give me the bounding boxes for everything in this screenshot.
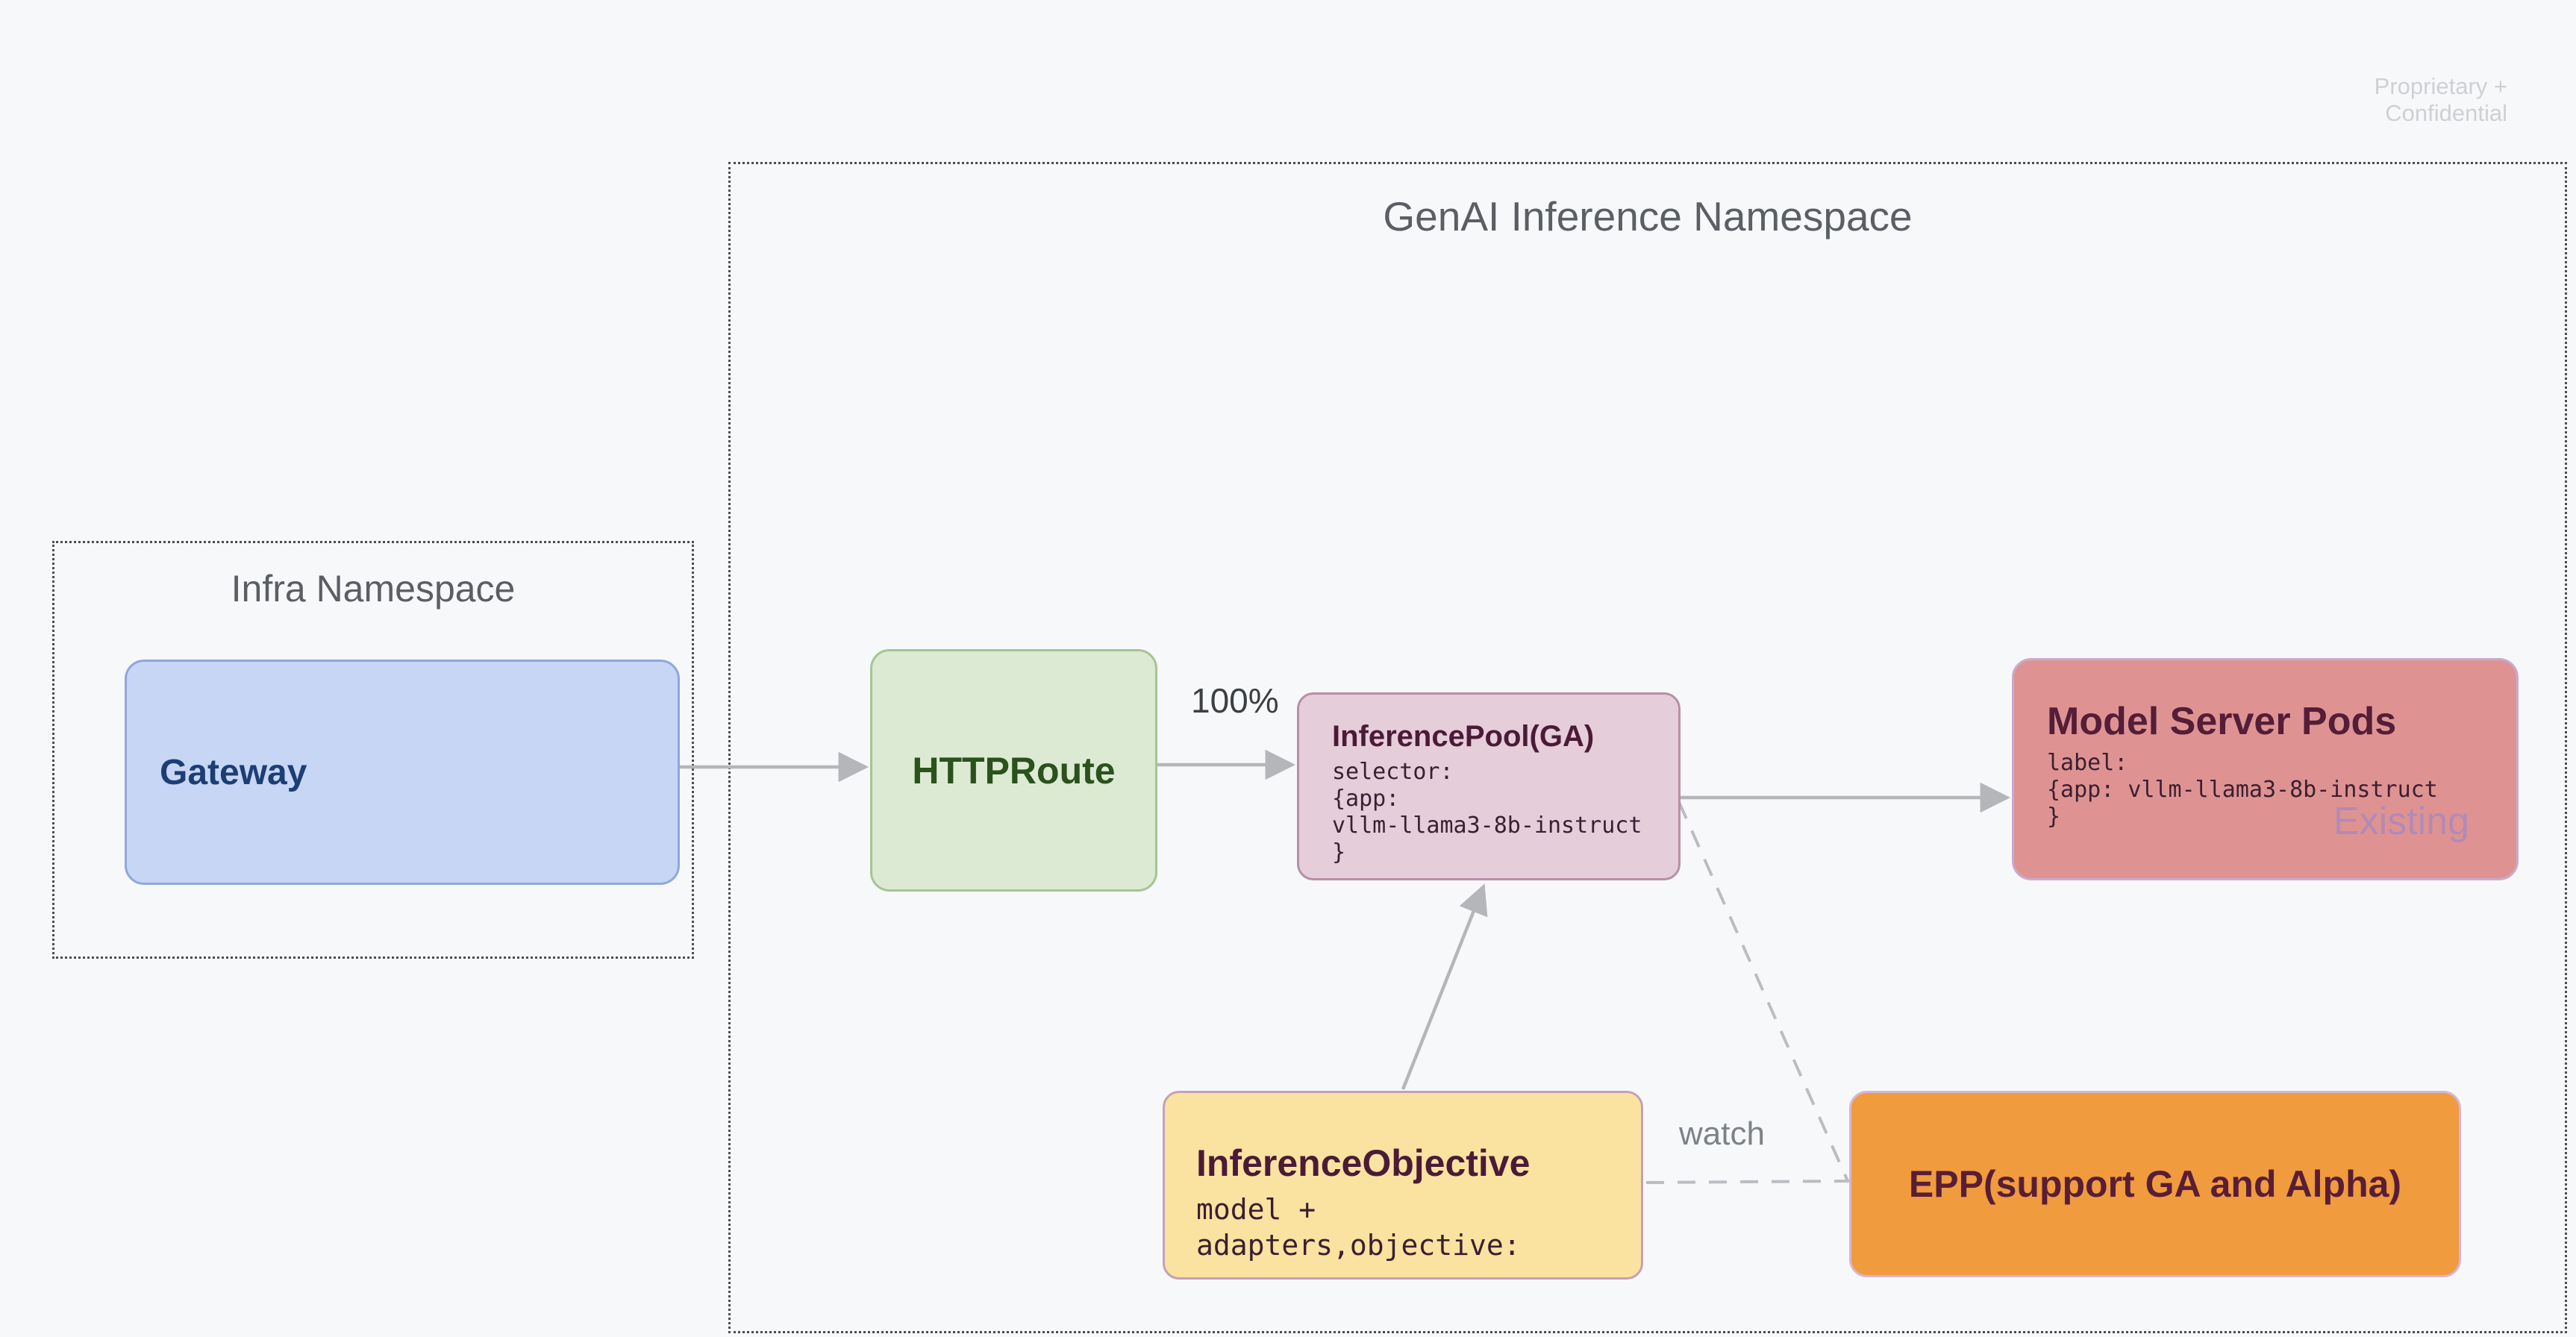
inference-pool-title: InferencePool(GA) (1332, 720, 1595, 753)
inference-objective-code: model + adapters,objective: (1196, 1193, 1521, 1262)
genai-namespace-title: GenAI Inference Namespace (1383, 193, 1913, 239)
watermark-text: Proprietary + Confidential (2374, 73, 2507, 126)
httproute-label: HTTPRoute (912, 749, 1116, 792)
route-weight-label: 100% (1191, 681, 1279, 720)
gateway-label: Gateway (160, 752, 307, 792)
genai-namespace-box: GenAI Inference Namespace (728, 162, 2567, 1333)
inference-objective-title: InferenceObjective (1196, 1142, 1531, 1184)
node-inference-objective: InferenceObjective model + adapters,obje… (1163, 1091, 1643, 1280)
model-server-pods-title: Model Server Pods (2047, 700, 2397, 743)
infra-namespace-box: Infra Namespace (52, 541, 694, 959)
watch-label: watch (1679, 1115, 1765, 1152)
inference-pool-selector-code: selector: {app: vllm-llama3-8b-instruct … (1332, 759, 1642, 865)
epp-label: EPP(support GA and Alpha) (1908, 1163, 2402, 1205)
node-model-server-pods: Model Server Pods label: {app: vllm-llam… (2012, 658, 2519, 880)
node-gateway: Gateway (125, 660, 680, 885)
model-server-pods-label-code: label: {app: vllm-llama3-8b-instruct } (2047, 750, 2438, 830)
infra-namespace-title: Infra Namespace (231, 568, 516, 610)
node-inference-pool: InferencePool(GA) selector: {app: vllm-l… (1297, 692, 1681, 880)
node-httproute: HTTPRoute (870, 649, 1157, 892)
node-epp: EPP(support GA and Alpha) (1849, 1091, 2461, 1277)
existing-badge: Existing (2333, 800, 2470, 843)
